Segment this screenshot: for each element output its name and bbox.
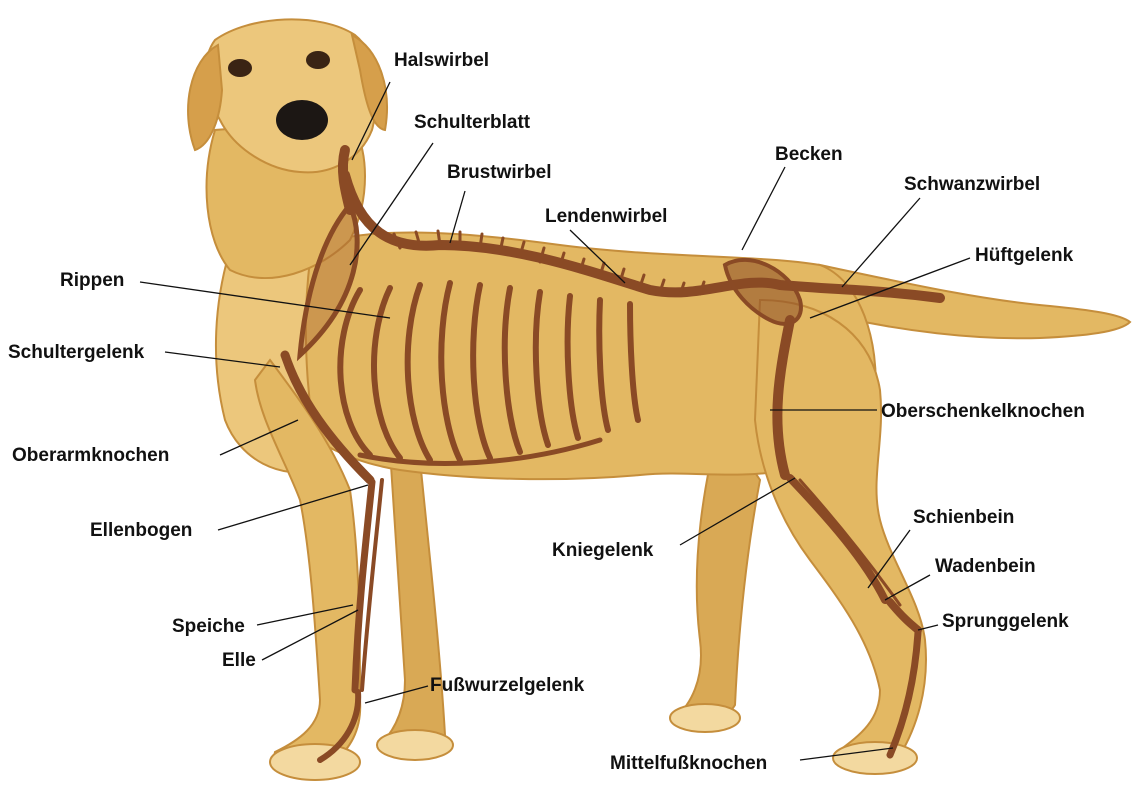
- dog-front-far-paw: [377, 730, 453, 760]
- label-schwanzwirbel: Schwanzwirbel: [904, 174, 1040, 195]
- leader-schwanzwirbel: [842, 198, 920, 287]
- label-kniegelenk: Kniegelenk: [552, 540, 654, 561]
- label-ellenbogen: Ellenbogen: [90, 520, 192, 541]
- label-sprunggelenk: Sprunggelenk: [942, 611, 1069, 632]
- label-oberarmknochen: Oberarmknochen: [12, 445, 169, 466]
- label-schienbein: Schienbein: [913, 507, 1014, 528]
- label-lendenwirbel: Lendenwirbel: [545, 206, 667, 227]
- label-elle: Elle: [222, 650, 256, 671]
- label-schultergelenk: Schultergelenk: [8, 342, 145, 363]
- dog-left-eye: [228, 59, 252, 77]
- label-schulterblatt: Schulterblatt: [414, 112, 531, 133]
- label-halswirbel: Halswirbel: [394, 50, 489, 71]
- label-speiche: Speiche: [172, 616, 245, 637]
- dog-front-near-paw: [270, 744, 360, 780]
- label-fusswurzelgelenk: Fußwurzelgelenk: [430, 675, 585, 696]
- dog-rear-far-paw: [670, 704, 740, 732]
- label-mittelfussknochen: Mittelfußknochen: [610, 753, 767, 774]
- label-rippen: Rippen: [60, 270, 124, 291]
- dog-right-eye: [306, 51, 330, 69]
- label-brustwirbel: Brustwirbel: [447, 162, 552, 183]
- label-becken: Becken: [775, 144, 843, 165]
- dog-rear-near-paw: [833, 742, 917, 774]
- label-hueftgelenk: Hüftgelenk: [975, 245, 1074, 266]
- label-oberschenkelknochen: Oberschenkelknochen: [881, 401, 1085, 422]
- label-wadenbein: Wadenbein: [935, 556, 1036, 577]
- dog-nose: [276, 100, 328, 140]
- leader-becken: [742, 167, 785, 250]
- dog-illustration: [188, 19, 1130, 780]
- dog-front-far-leg: [380, 450, 445, 750]
